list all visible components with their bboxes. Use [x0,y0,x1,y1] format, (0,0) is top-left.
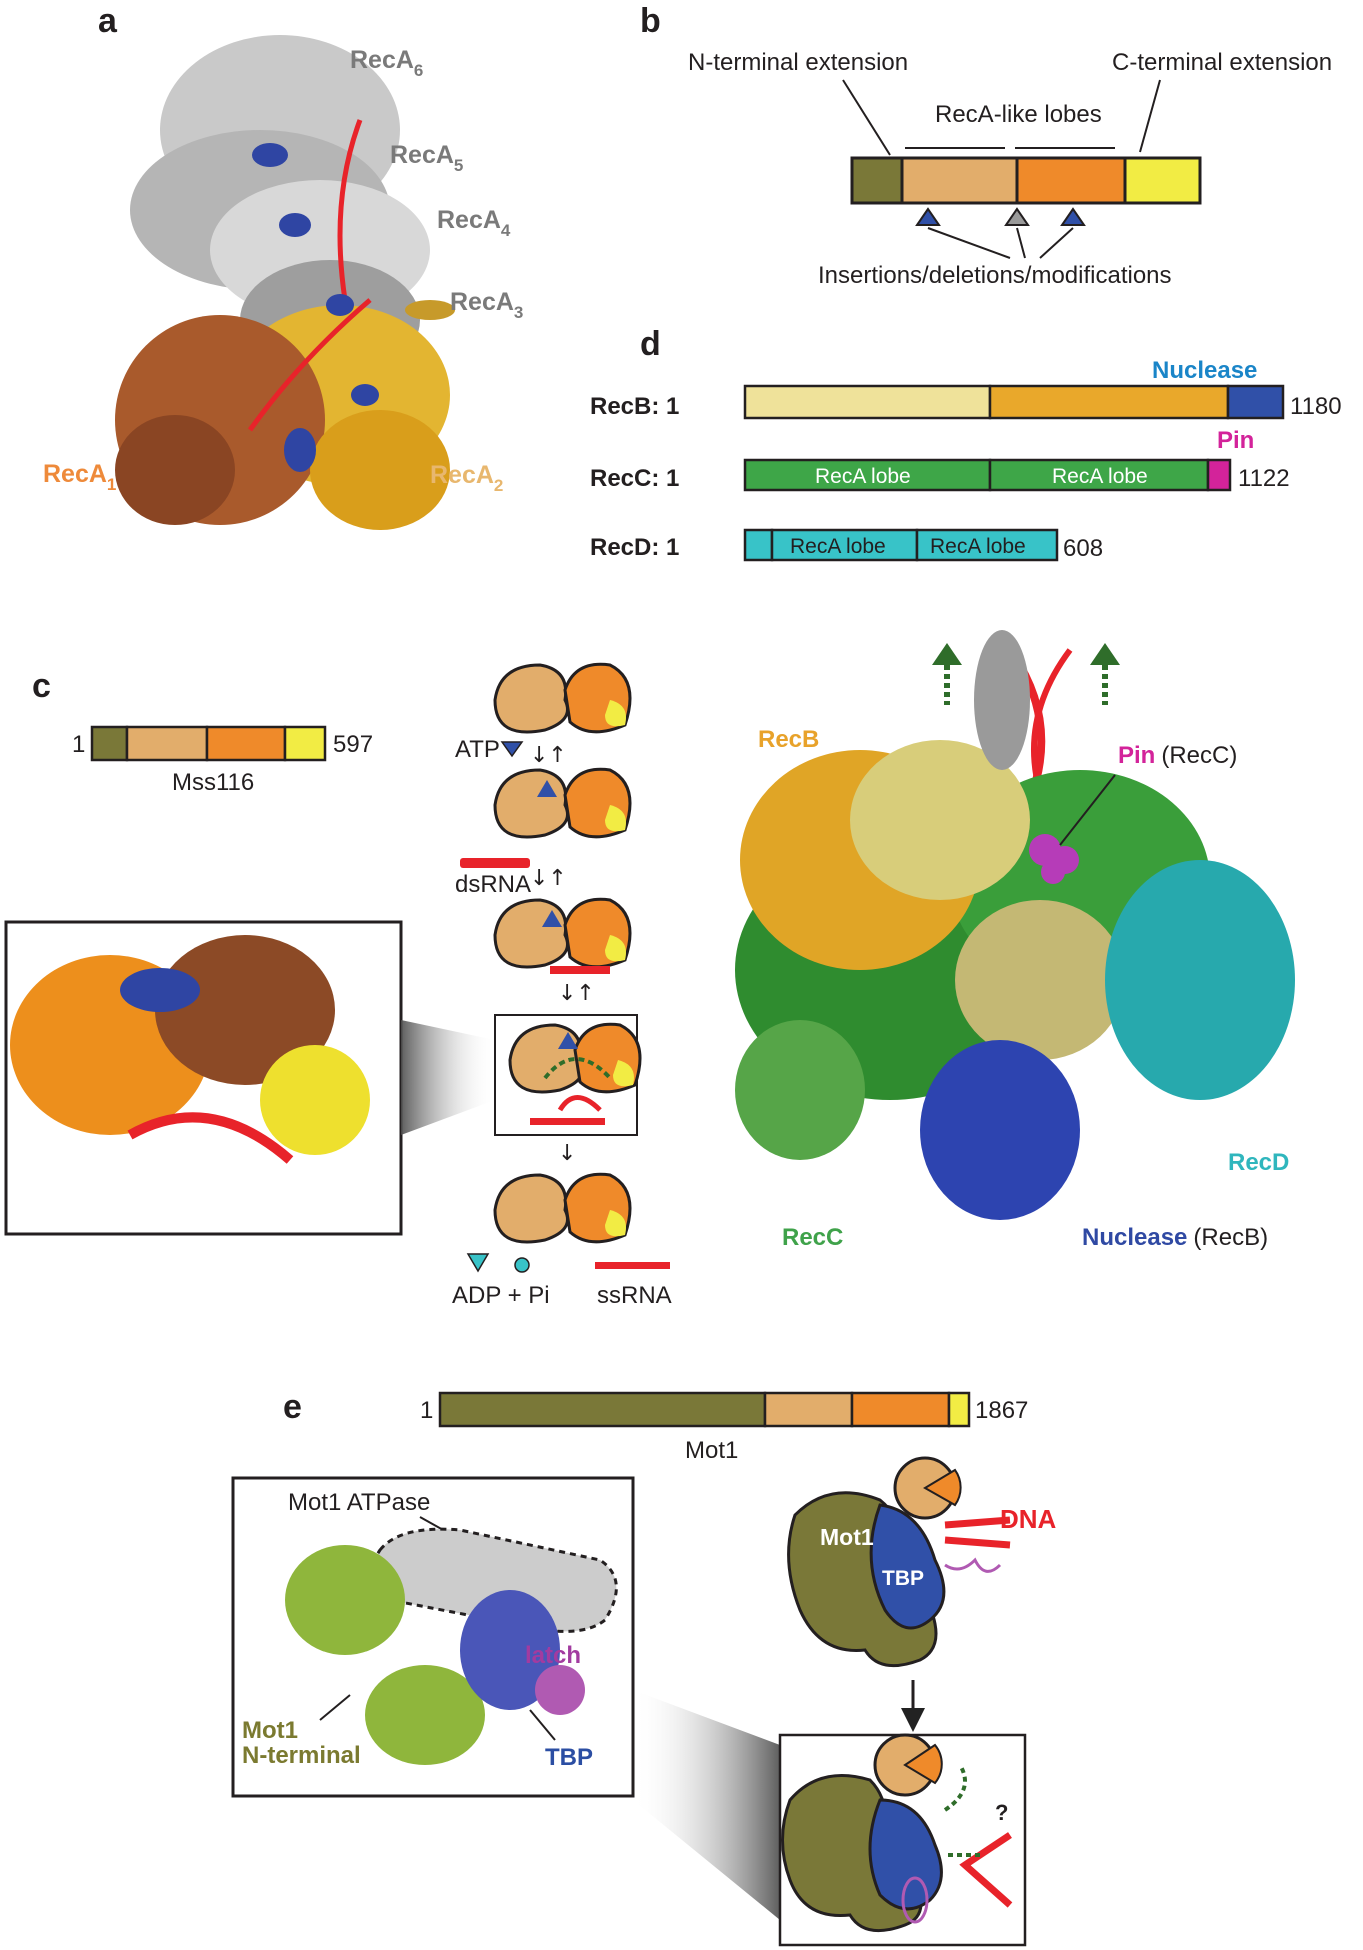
label-nuclease-structure: Nuclease(RecB) [1082,1224,1268,1251]
label-n-terminal-extension: N-terminal extension [688,49,908,76]
label-mot1-nterm-1: Mot1 [242,1717,298,1744]
cartoon-question-mark: ? [995,1800,1008,1825]
mot1-cartoon-bottom [781,1733,1013,1933]
panel-letter-c: c [32,667,51,705]
cartoon-state-4 [508,1022,642,1125]
mss116-end: 597 [333,731,373,758]
label-nuclease-domain: Nuclease [1152,357,1257,384]
panel-letter-e: e [283,1388,302,1426]
panel-d: d Nuclease RecB: 1 1180 Pin RecC: 1 RecA… [590,325,1342,562]
recd-lobe-1: RecA lobe [790,535,886,558]
mot1-structure [285,1527,618,1765]
cartoon-state-3 [493,897,632,974]
reca-hexamer-structure [115,35,455,530]
label-mot1-atpase: Mot1 ATPase [288,1489,430,1516]
label-reca5: RecA5 [390,141,463,175]
label-ssrna: ssRNA [597,1282,672,1309]
label-tbp: TBP [545,1744,593,1771]
panel-letter-b: b [640,2,661,40]
cartoon-state-1 [493,662,632,734]
recd-domain-bar: RecA lobe RecA lobe [743,528,1059,562]
recd-end: 608 [1063,535,1103,562]
label-recc-structure: RecC [782,1224,843,1251]
zoom-wedge-e [633,1690,780,1920]
panel-letter-d: d [640,325,661,363]
label-reca6: RecA6 [350,46,423,80]
panel-b: b N-terminal extension C-terminal extens… [640,2,1332,289]
label-reca1: RecA1 [43,460,116,494]
recd-lobe-2: RecA lobe [930,535,1026,558]
label-atp: ATP [455,736,500,763]
panel-e: e 1 1867 Mot1 Mot1 ATPase latch Mot1 N-t… [231,1388,1057,1947]
label-reca2: RecA2 [430,461,503,495]
label-mot1-nterm-2: N-terminal [242,1742,361,1769]
label-recb: RecB: 1 [590,393,679,420]
recbcd-structure [735,630,1295,1220]
mss116-structure [10,935,370,1164]
cartoon-state-2 [493,767,632,839]
mot1-domain-bar [438,1391,971,1428]
cartoon-label-dna: DNA [1000,1504,1057,1534]
mot1-cartoon-top [787,1456,1011,1668]
panel-c: c 1 597 Mss116 ATP [4,662,672,1309]
cartoon-state-5 [493,1172,632,1244]
label-reca4: RecA4 [437,206,511,240]
insertion-triangle-1 [915,207,941,226]
label-c-terminal-extension: C-terminal extension [1112,49,1332,76]
panel-letter-a: a [98,2,118,40]
cartoon-label-tbp: TBP [882,1567,924,1590]
label-recd-structure: RecD [1228,1149,1289,1176]
svg-text:↓↑: ↓↑ [530,866,567,891]
insertion-triangle-3 [1060,207,1086,226]
label-dsrna: dsRNA [455,871,531,898]
cartoon-label-mot1: Mot1 [820,1524,874,1550]
mot1-start: 1 [420,1397,433,1424]
zoom-wedge-c [401,1020,495,1135]
mss116-cycle: ATP ↓↑ dsRNA ↓↑ ↓↑ [452,662,672,1309]
recc-domain-bar: RecA lobe RecA lobe [743,458,1232,492]
recc-lobe-2: RecA lobe [1052,465,1148,488]
label-pin-structure: Pin(RecC) [1118,742,1237,769]
label-insertions: Insertions/deletions/modifications [818,262,1172,289]
label-recd: RecD: 1 [590,534,679,561]
label-latch: latch [525,1642,581,1669]
recc-lobe-1: RecA lobe [815,465,911,488]
recb-end: 1180 [1290,393,1342,420]
domain-bar-generic [850,156,1202,205]
mss116-domain-bar [90,725,327,762]
mss116-name: Mss116 [172,769,254,796]
svg-text:↓: ↓ [558,1141,576,1166]
label-adp-pi: ADP + Pi [452,1282,550,1309]
insertion-triangle-2 [1004,207,1030,226]
label-recb-structure: RecB [758,726,819,753]
recc-end: 1122 [1238,465,1290,492]
mot1-name: Mot1 [685,1437,738,1464]
svg-text:↓↑: ↓↑ [530,743,567,768]
svg-text:↓↑: ↓↑ [558,981,595,1006]
recbcd-structure-panel: RecB Pin(RecC) RecD RecC Nuclease(RecB) [735,630,1295,1251]
label-recc: RecC: 1 [590,465,679,492]
label-reca-like-lobes: RecA-like lobes [935,101,1102,128]
dsrna-glyph [460,858,530,868]
label-pin: Pin [1217,427,1254,454]
label-reca3: RecA3 [450,288,523,322]
recb-domain-bar [743,384,1285,420]
panel-a: a RecA6 RecA5 RecA4 RecA3 RecA2 RecA1 [43,2,523,530]
mot1-end: 1867 [975,1397,1028,1424]
mss116-start: 1 [72,731,85,758]
